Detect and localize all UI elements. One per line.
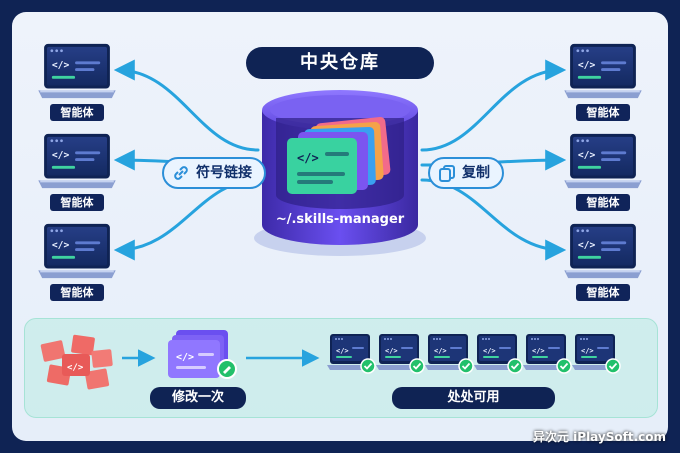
agent-label: 智能体 [576,194,630,211]
laptop-icon: </> [564,133,642,189]
svg-text:</>: </> [385,347,398,355]
laptop-icon: </> [38,223,116,279]
link-icon [174,166,188,180]
svg-text:</>: </> [578,60,596,71]
copy-label-text: 复制 [462,165,490,181]
agent-1: </> 智能体 [38,42,116,121]
central-repository-title: 中央仓库 [246,47,434,79]
agent-3: </> 智能体 [38,222,116,301]
scattered-notes-icon: </> [40,334,113,390]
svg-text:</>: </> [52,240,70,251]
svg-text:</>: </> [578,150,596,161]
synced-agent-6: </> [572,334,621,374]
agent-6: </> 智能体 [564,222,642,301]
agent-4: </> 智能体 [564,42,642,121]
laptop-icon: </> [564,43,642,99]
copy-icon [439,165,455,182]
symlink-label-text: 符号链接 [196,165,252,181]
svg-text:</>: </> [67,363,84,373]
central-repository-cylinder: </> [254,90,426,256]
synced-agent-5: </> [523,334,572,374]
edited-skill-card-icon: </> [168,330,237,379]
svg-text:</>: </> [336,347,349,355]
agent-label: 智能体 [576,284,630,301]
agent-label: 智能体 [50,194,104,211]
svg-text:</>: </> [434,347,447,355]
svg-text:</>: </> [52,150,70,161]
synced-agent-1: </> [327,334,376,374]
laptop-icon: </> [38,43,116,99]
copy-action-label: 复制 [428,157,504,189]
svg-text:</>: </> [578,240,596,251]
synced-agent-2: </> [376,334,425,374]
svg-text:</>: </> [176,352,194,363]
edit-once-label: 修改一次 [150,387,246,409]
svg-text:</>: </> [483,347,496,355]
svg-text:</>: </> [297,151,319,165]
svg-text:</>: </> [52,60,70,71]
agent-2: </> 智能体 [38,132,116,211]
agent-5: </> 智能体 [564,132,642,211]
agent-label: 智能体 [576,104,630,121]
synced-agent-3: </> [425,334,474,374]
watermark: 异次元 iPlaySoft.com [532,430,666,444]
svg-text:</>: </> [532,347,545,355]
repository-path: ~/.skills-manager [275,212,405,227]
agent-label: 智能体 [50,284,104,301]
skill-card-front: </> [287,138,357,194]
svg-text:</>: </> [581,347,594,355]
laptop-icon: </> [38,133,116,189]
arrow-to-agent-right-1 [420,59,567,152]
laptop-icon: </> [564,223,642,279]
available-everywhere-label: 处处可用 [392,387,555,409]
arrow-to-agent-left-1 [113,59,260,152]
agent-label: 智能体 [50,104,104,121]
symlink-action-label: 符号链接 [162,157,266,189]
synced-agent-4: </> [474,334,523,374]
